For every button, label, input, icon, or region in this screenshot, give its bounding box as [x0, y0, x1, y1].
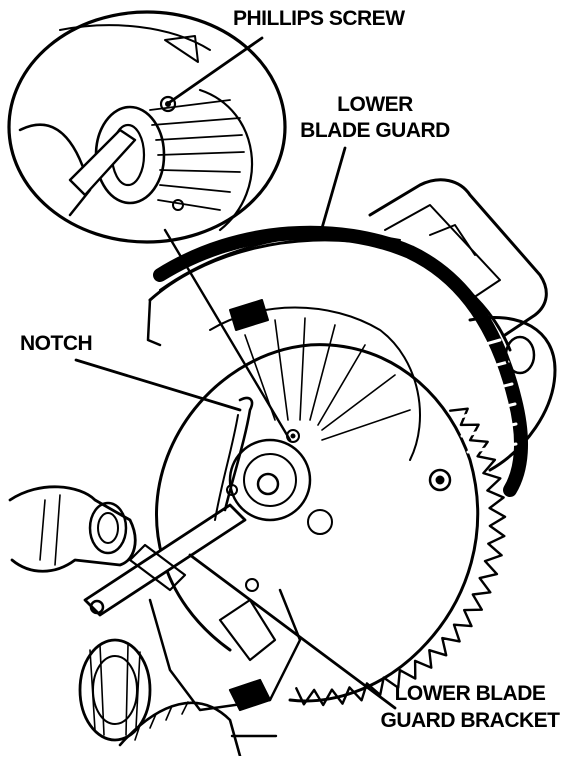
notch-label: NOTCH [20, 332, 93, 355]
bracket-label-line1: LOWER BLADE [394, 682, 546, 705]
lower-blade-guard-label-line2: BLADE GUARD [300, 119, 450, 142]
dust-port [8, 485, 137, 573]
saw-blade [155, 343, 507, 707]
lower-blade-guard-arc [153, 225, 529, 497]
guard-face [209, 299, 421, 461]
handle [368, 178, 548, 337]
magnified-detail-inset [7, 10, 287, 244]
bracket-label-line2: GUARD BRACKET [380, 709, 561, 732]
leader-bracket [188, 553, 397, 710]
phillips-screw-label: PHILLIPS SCREW [233, 7, 405, 30]
bevel-knob [78, 638, 242, 758]
blade-hub [228, 429, 333, 535]
leader-phillips-screw [168, 36, 264, 104]
lower-blade-guard-bracket [83, 396, 254, 617]
motor-housing [428, 315, 557, 492]
inset-connector-line [163, 228, 292, 442]
leader-lower-blade-guard [320, 146, 347, 230]
leader-notch [74, 358, 242, 412]
lower-blade-guard-label-line1: LOWER [337, 93, 413, 116]
base-housing [148, 578, 302, 712]
